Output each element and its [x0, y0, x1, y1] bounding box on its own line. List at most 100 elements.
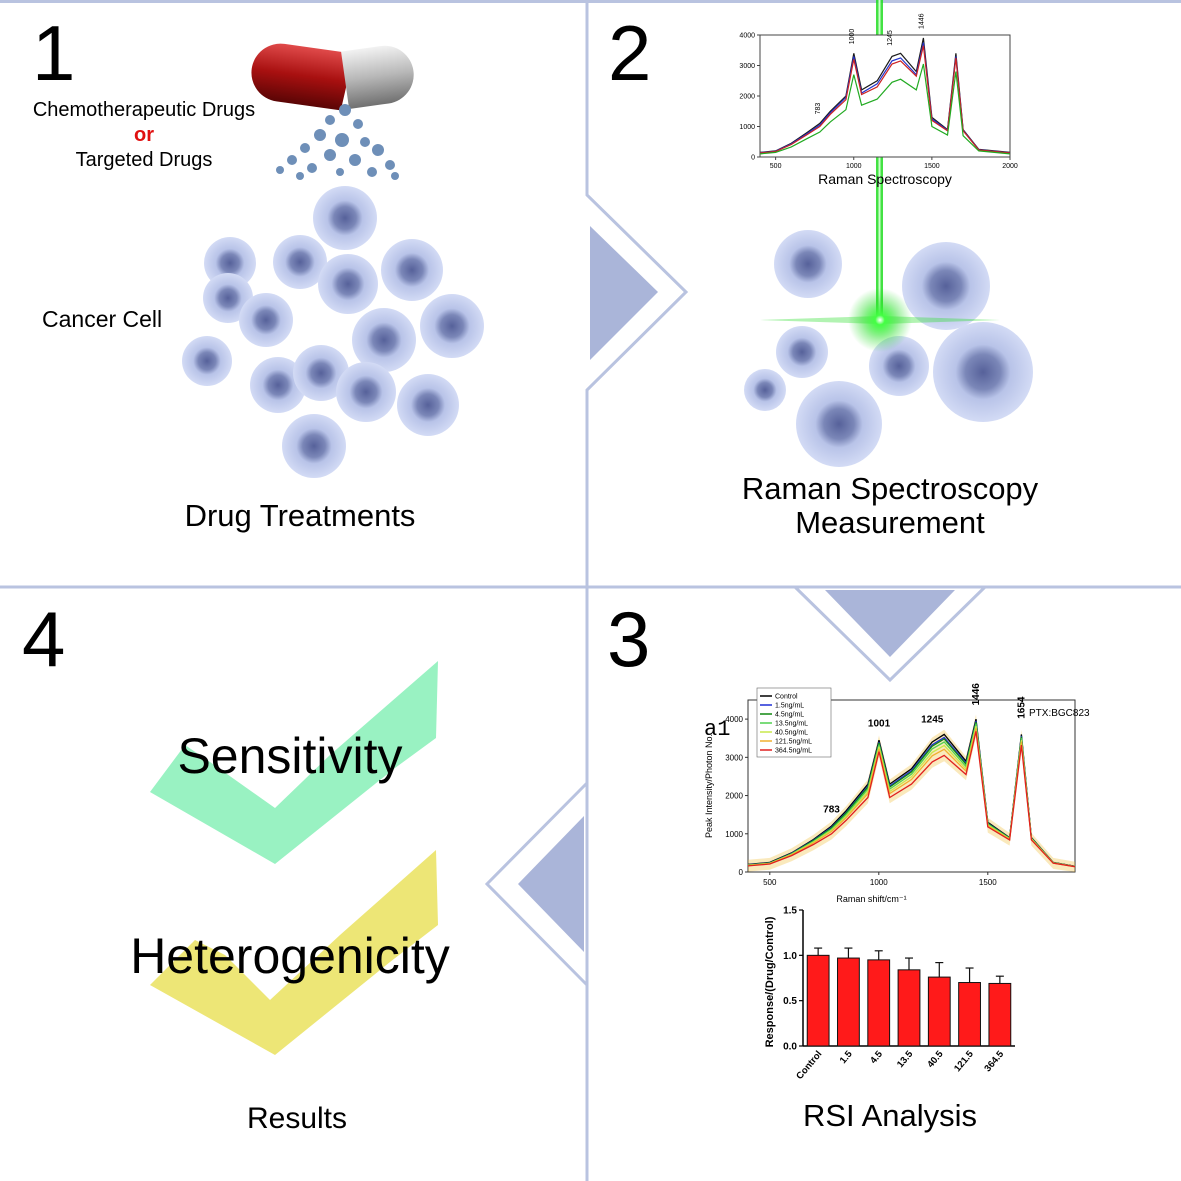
- drug-types-label: Chemotherapeutic Drugs or Targeted Drugs: [20, 98, 268, 173]
- legend-label: 4.5ng/mL: [775, 712, 804, 719]
- bar: [897, 969, 921, 1047]
- cell: [250, 357, 306, 413]
- cell: [336, 362, 396, 422]
- y-tick-label: 1000: [725, 830, 743, 839]
- peak-label: 783: [823, 804, 840, 815]
- panel2-caption-line1: Raman Spectroscopy: [741, 471, 1039, 506]
- x-tick-label: 1000: [846, 163, 862, 170]
- drug-or: or: [134, 124, 154, 146]
- legend-label: Control: [775, 694, 798, 701]
- y-axis-label: Response/(Drug/Control): [764, 916, 776, 1047]
- y-tick-label: 2000: [725, 792, 743, 801]
- peak-label: 1245: [921, 715, 944, 726]
- legend-label: 40.5ng/mL: [775, 730, 808, 737]
- checkmark-green-icon: [150, 661, 438, 864]
- peak-label: 1446: [918, 13, 925, 29]
- legend-label: 121.5ng/mL: [775, 739, 812, 746]
- drug-line-2: Targeted Drugs: [75, 149, 213, 171]
- cell: [203, 273, 253, 323]
- checkmark-yellow-icon: [150, 850, 438, 1055]
- cancer-cell-label: Cancer Cell: [42, 306, 163, 332]
- bar: [958, 982, 981, 1047]
- peak-label: 1245: [887, 30, 894, 46]
- sensitivity-label: Sensitivity: [177, 728, 403, 784]
- y-tick-label: 0.5: [783, 996, 797, 1007]
- cell: [381, 239, 443, 301]
- cell: [744, 369, 786, 411]
- panel3-caption: RSI Analysis: [802, 1098, 977, 1133]
- arrow-right: [590, 226, 658, 360]
- x-axis-label: Raman shift/cm⁻¹: [836, 894, 906, 904]
- cell: [313, 186, 377, 250]
- arrow-down: [825, 590, 955, 657]
- series-line: [747, 731, 1076, 868]
- chart-annotation: PTX:BGC823: [1029, 708, 1090, 719]
- cell: [796, 381, 882, 467]
- panel-label: a1: [704, 717, 730, 742]
- bar: [927, 976, 951, 1047]
- series-line: [759, 45, 1011, 154]
- step-number-1: 1: [32, 9, 76, 97]
- x-axis-label: Raman Spectroscopy: [818, 171, 952, 187]
- y-tick-label: 0: [739, 868, 744, 877]
- legend-label: 364.5ng/mL: [775, 748, 812, 755]
- series-line: [759, 63, 1011, 155]
- step-number-3: 3: [607, 595, 651, 683]
- y-tick-label: 0: [751, 155, 755, 162]
- peak-label: 1001: [868, 718, 891, 729]
- cell: [933, 322, 1033, 422]
- y-tick-label: 1.5: [783, 906, 797, 917]
- capsule-icon: [251, 43, 414, 180]
- peak-label: 1000: [849, 29, 856, 45]
- cell: [902, 242, 990, 330]
- cell: [397, 374, 459, 436]
- y-tick-label: 3000: [725, 753, 743, 762]
- step-number-4: 4: [22, 595, 66, 683]
- panel1-caption: Drug Treatments: [184, 498, 416, 533]
- measured-cells-group: [744, 230, 1033, 467]
- peak-label: 1654: [1016, 696, 1027, 719]
- y-tick-label: 3000: [739, 63, 755, 70]
- bar: [988, 982, 1012, 1047]
- panel2-caption: Raman Spectroscopy Measurement: [710, 472, 1070, 540]
- cancer-cells-group: [182, 186, 484, 478]
- cell: [182, 336, 232, 386]
- peak-label: 783: [815, 103, 822, 115]
- y-tick-label: 2000: [739, 94, 755, 101]
- x-tick-label: 500: [770, 163, 782, 170]
- category-label: 4.5: [868, 1048, 885, 1066]
- cell: [293, 345, 349, 401]
- panel2-caption-line2: Measurement: [795, 505, 985, 540]
- bar: [867, 959, 891, 1047]
- legend-label: 13.5ng/mL: [775, 721, 808, 728]
- step-number-2: 2: [608, 9, 652, 97]
- y-tick-label: 1000: [739, 124, 755, 131]
- category-label: Control: [794, 1049, 824, 1082]
- category-label: 40.5: [925, 1048, 946, 1070]
- x-tick-label: 1500: [924, 163, 940, 170]
- cell: [282, 414, 346, 478]
- cell: [318, 254, 378, 314]
- category-label: 121.5: [952, 1048, 976, 1074]
- drug-line-1: Chemotherapeutic Drugs: [32, 99, 256, 121]
- y-tick-label: 0.0: [783, 1042, 797, 1053]
- y-axis-label: Peak Intensity/Photon No.: [704, 734, 714, 838]
- category-label: 1.5: [838, 1048, 855, 1066]
- cell: [239, 293, 293, 347]
- cell: [420, 294, 484, 358]
- category-label: 13.5: [895, 1048, 916, 1070]
- y-tick-label: 4000: [725, 715, 743, 724]
- cell: [776, 326, 828, 378]
- panel4-caption: Results: [246, 1102, 348, 1135]
- bar: [837, 957, 860, 1047]
- bar: [806, 954, 830, 1047]
- cell: [774, 230, 842, 298]
- legend-label: 1.5ng/mL: [775, 703, 804, 710]
- heterogenicity-label: Heterogenicity: [130, 928, 450, 984]
- x-tick-label: 1000: [870, 878, 888, 887]
